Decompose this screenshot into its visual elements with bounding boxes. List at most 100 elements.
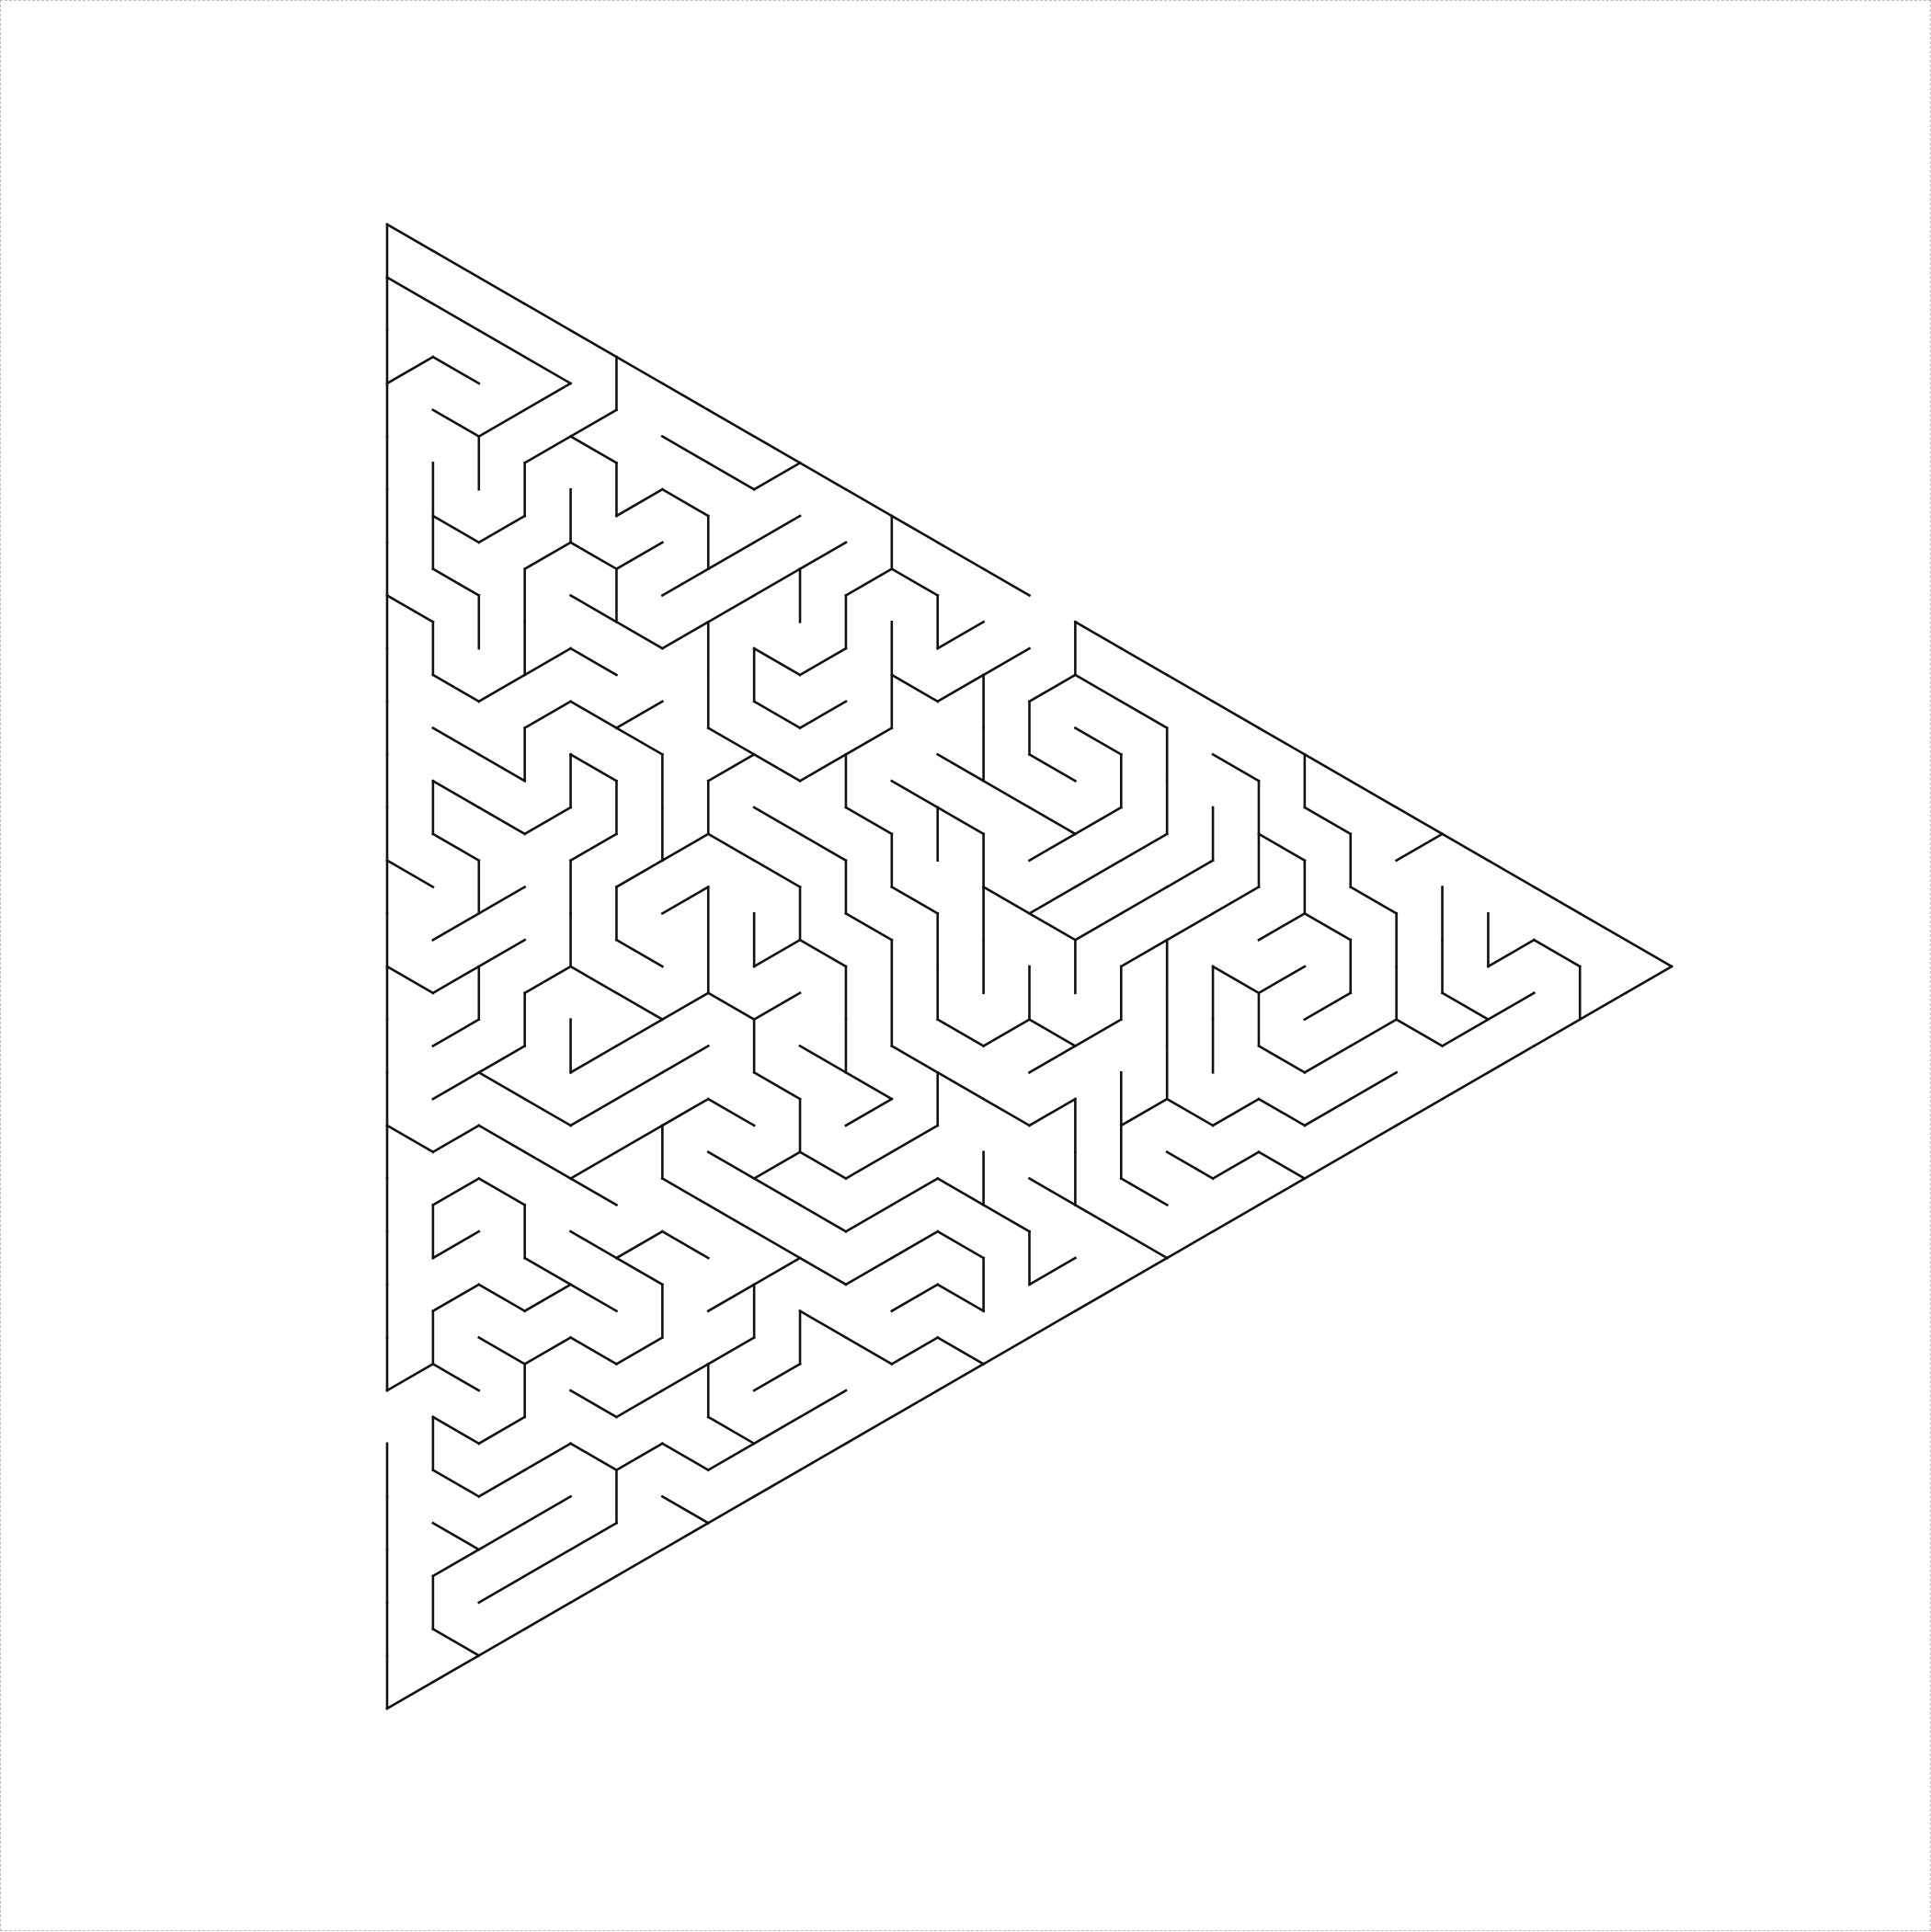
maze-outer-wall-segment	[1624, 938, 1674, 968]
maze-wall-segment	[614, 1442, 665, 1472]
maze-wall-segment	[890, 1176, 940, 1207]
maze-wall-segment	[660, 1229, 711, 1260]
maze-outer-wall-segment	[1348, 779, 1399, 809]
maze-wall-segment	[890, 1335, 940, 1366]
maze-wall-segment	[477, 1176, 527, 1207]
maze-outer-wall-segment	[431, 1653, 481, 1684]
maze-wall-segment	[614, 991, 665, 1022]
maze-wall-segment	[660, 1494, 711, 1526]
maze-wall-segment	[1348, 1017, 1399, 1048]
maze-wall-segment	[568, 646, 619, 677]
maze-inner-walls	[385, 275, 1582, 1658]
maze-wall-segment	[477, 514, 527, 544]
maze-wall-segment	[660, 885, 711, 916]
maze-wall-segment	[1119, 700, 1169, 730]
maze-outer-wall-segment	[1532, 1017, 1582, 1048]
maze-wall-segment	[935, 673, 986, 703]
maze-wall-segment	[1257, 1149, 1307, 1181]
maze-wall-segment	[706, 726, 756, 757]
maze-wall-segment	[614, 938, 665, 968]
maze-wall-segment	[660, 832, 711, 863]
maze-wall-segment	[614, 700, 665, 730]
maze-wall-segment	[935, 620, 986, 650]
maze-wall-segment	[522, 355, 573, 385]
maze-wall-segment	[1119, 1176, 1169, 1207]
maze-wall-segment	[522, 1149, 573, 1181]
maze-wall-segment	[522, 1097, 573, 1127]
maze-wall-segment	[568, 1044, 619, 1075]
maze-wall-segment	[477, 806, 527, 836]
maze-wall-segment	[614, 1389, 665, 1419]
maze-wall-segment	[431, 832, 481, 863]
maze-wall-segment	[660, 1442, 711, 1472]
maze-outer-wall-segment	[660, 1521, 711, 1551]
maze-wall-segment	[1027, 1097, 1078, 1127]
maze-wall-segment	[1257, 1097, 1307, 1127]
maze-wall-segment	[752, 1070, 802, 1101]
maze-wall-segment	[844, 1097, 894, 1127]
maze-wall-segment	[1027, 1176, 1078, 1207]
maze-wall-segment	[844, 566, 894, 598]
maze-wall-segment	[844, 1070, 894, 1101]
maze-wall-segment	[1119, 1229, 1169, 1260]
maze-outer-wall-segment	[890, 1389, 940, 1419]
maze-wall-segment	[1119, 938, 1169, 968]
maze-wall-segment	[660, 487, 711, 518]
maze-outer-wall-segment	[1303, 752, 1353, 783]
maze-wall-segment	[706, 593, 756, 624]
maze-outer-wall-segment	[1578, 991, 1628, 1022]
maze-outer-wall-segment	[798, 1442, 848, 1472]
maze-wall-segment	[385, 965, 435, 995]
maze-wall-segment	[614, 1017, 665, 1048]
maze-wall-segment	[431, 1229, 481, 1260]
maze-wall-segment	[477, 1044, 527, 1075]
maze-wall-segment	[1486, 938, 1537, 968]
maze-outer-wall-segment	[568, 1574, 619, 1605]
maze-outer-wall-segment	[477, 1627, 527, 1658]
maze-outer-wall-segment	[752, 1468, 802, 1499]
maze-wall-segment	[385, 1124, 435, 1154]
maze-wall-segment	[568, 1149, 619, 1181]
maze-wall-segment	[1348, 1070, 1399, 1101]
maze-wall-segment	[660, 991, 711, 1022]
maze-wall-segment	[568, 1442, 619, 1472]
maze-wall-segment	[477, 1070, 527, 1101]
maze-wall-segment	[568, 752, 619, 783]
maze-outer-wall-segment	[981, 1335, 1032, 1366]
maze-outer-wall-segment	[1257, 1176, 1307, 1207]
maze-wall-segment	[981, 885, 1032, 916]
maze-outer-wall-segment	[844, 1415, 894, 1446]
maze-outer-wall-segment	[660, 382, 711, 412]
maze-wall-segment	[660, 1176, 711, 1207]
maze-wall-segment	[1119, 885, 1169, 916]
maze-wall-segment	[752, 1176, 802, 1207]
maze-wall-segment	[798, 700, 848, 730]
maze-wall-segment	[935, 806, 986, 836]
maze-wall-segment	[614, 1070, 665, 1101]
maze-outer-wall-segment	[1119, 646, 1169, 677]
maze-wall-segment	[1073, 1203, 1124, 1233]
maze-wall-segment	[477, 1521, 527, 1551]
maze-wall-segment	[798, 832, 848, 863]
maze-wall-segment	[522, 806, 573, 836]
maze-outer-wall-segment	[614, 355, 665, 385]
maze-wall-segment	[614, 541, 665, 571]
maze-wall-segment	[1027, 911, 1078, 942]
maze-wall-segment	[1532, 938, 1582, 968]
maze-outer-wall-segment	[1119, 1256, 1169, 1286]
maze-wall-segment	[522, 434, 573, 465]
maze-wall-segment	[935, 1229, 986, 1260]
maze-wall-segment	[935, 1335, 986, 1366]
maze-wall-segment	[798, 1256, 848, 1286]
maze-outer-wall-segment	[431, 249, 481, 280]
maze-wall-segment	[706, 541, 756, 571]
maze-wall-segment	[890, 1044, 940, 1075]
maze-wall-segment	[568, 541, 619, 571]
maze-outer-wall-segment	[385, 223, 435, 253]
maze-outer-wall-segment	[844, 487, 894, 518]
maze-outer-wall-segment	[1257, 726, 1307, 757]
maze-wall-segment	[1303, 1097, 1353, 1127]
maze-outer-wall-segment	[752, 434, 802, 465]
maze-wall-segment	[935, 1070, 986, 1101]
maze-wall-segment	[477, 885, 527, 916]
